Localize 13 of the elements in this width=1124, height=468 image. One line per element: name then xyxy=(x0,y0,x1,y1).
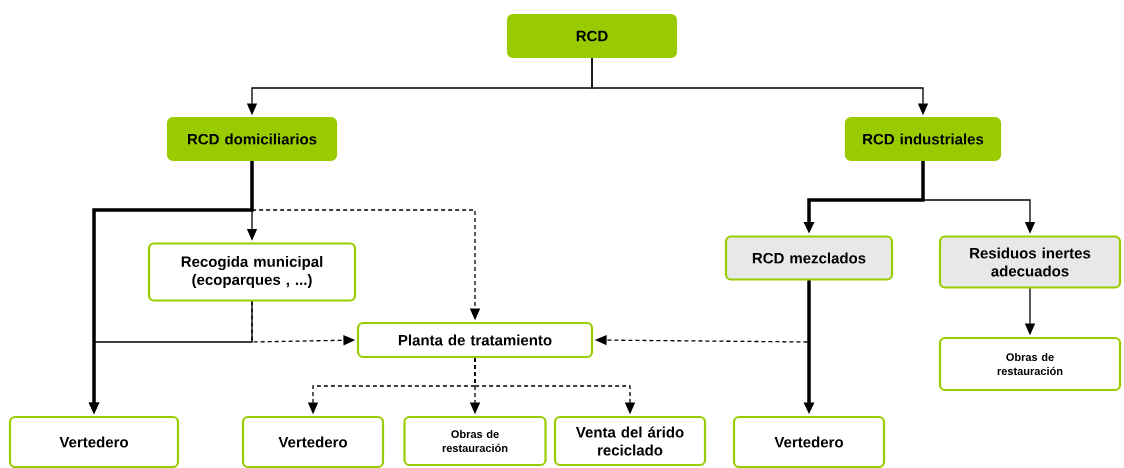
process-box: Obras de restauración xyxy=(938,336,1122,392)
category-box: RCD domiciliarios xyxy=(166,116,338,162)
process-box: Venta del árido reciclado xyxy=(553,415,707,467)
process-box: Vertedero xyxy=(8,415,180,468)
category-box: Residuos inertes adecuados xyxy=(938,235,1122,289)
process-box: Obras de restauración xyxy=(403,415,547,467)
process-box: Vertedero xyxy=(732,415,886,468)
process-box: Planta de tratamiento xyxy=(356,321,594,359)
process-box: Vertedero xyxy=(241,415,385,468)
category-box: RCD xyxy=(506,13,678,59)
process-box: Recogida municipal (ecoparques , ...) xyxy=(147,242,357,302)
category-box: RCD mezclados xyxy=(724,235,894,281)
category-box: RCD industriales xyxy=(844,116,1002,162)
